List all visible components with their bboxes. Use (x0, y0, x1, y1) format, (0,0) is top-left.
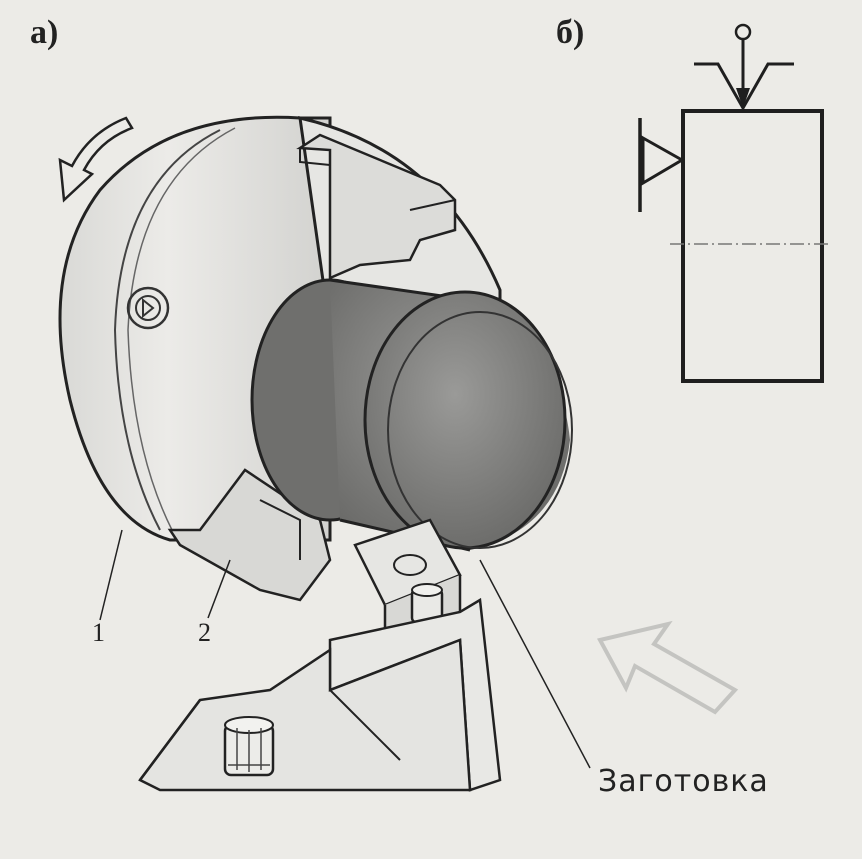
label-workpiece: Заготовка (598, 764, 769, 799)
feed-arrow-icon (596, 620, 739, 715)
schematic (638, 23, 830, 383)
leader-lines (99, 529, 591, 769)
label-jaw: 2 (198, 618, 211, 647)
workpiece (250, 278, 573, 552)
rotation-arrow-icon (58, 116, 134, 203)
triangle-support-icon (638, 118, 686, 212)
tool-holder (138, 597, 502, 792)
clamp-arrow-icon (694, 23, 794, 112)
label-chuck: 1 (92, 618, 105, 647)
chuck-jaw-upper (296, 133, 457, 280)
panel-label-a: а) (30, 14, 59, 51)
panel-label-b: б) (556, 14, 585, 51)
workpiece-rectangle (681, 109, 824, 383)
